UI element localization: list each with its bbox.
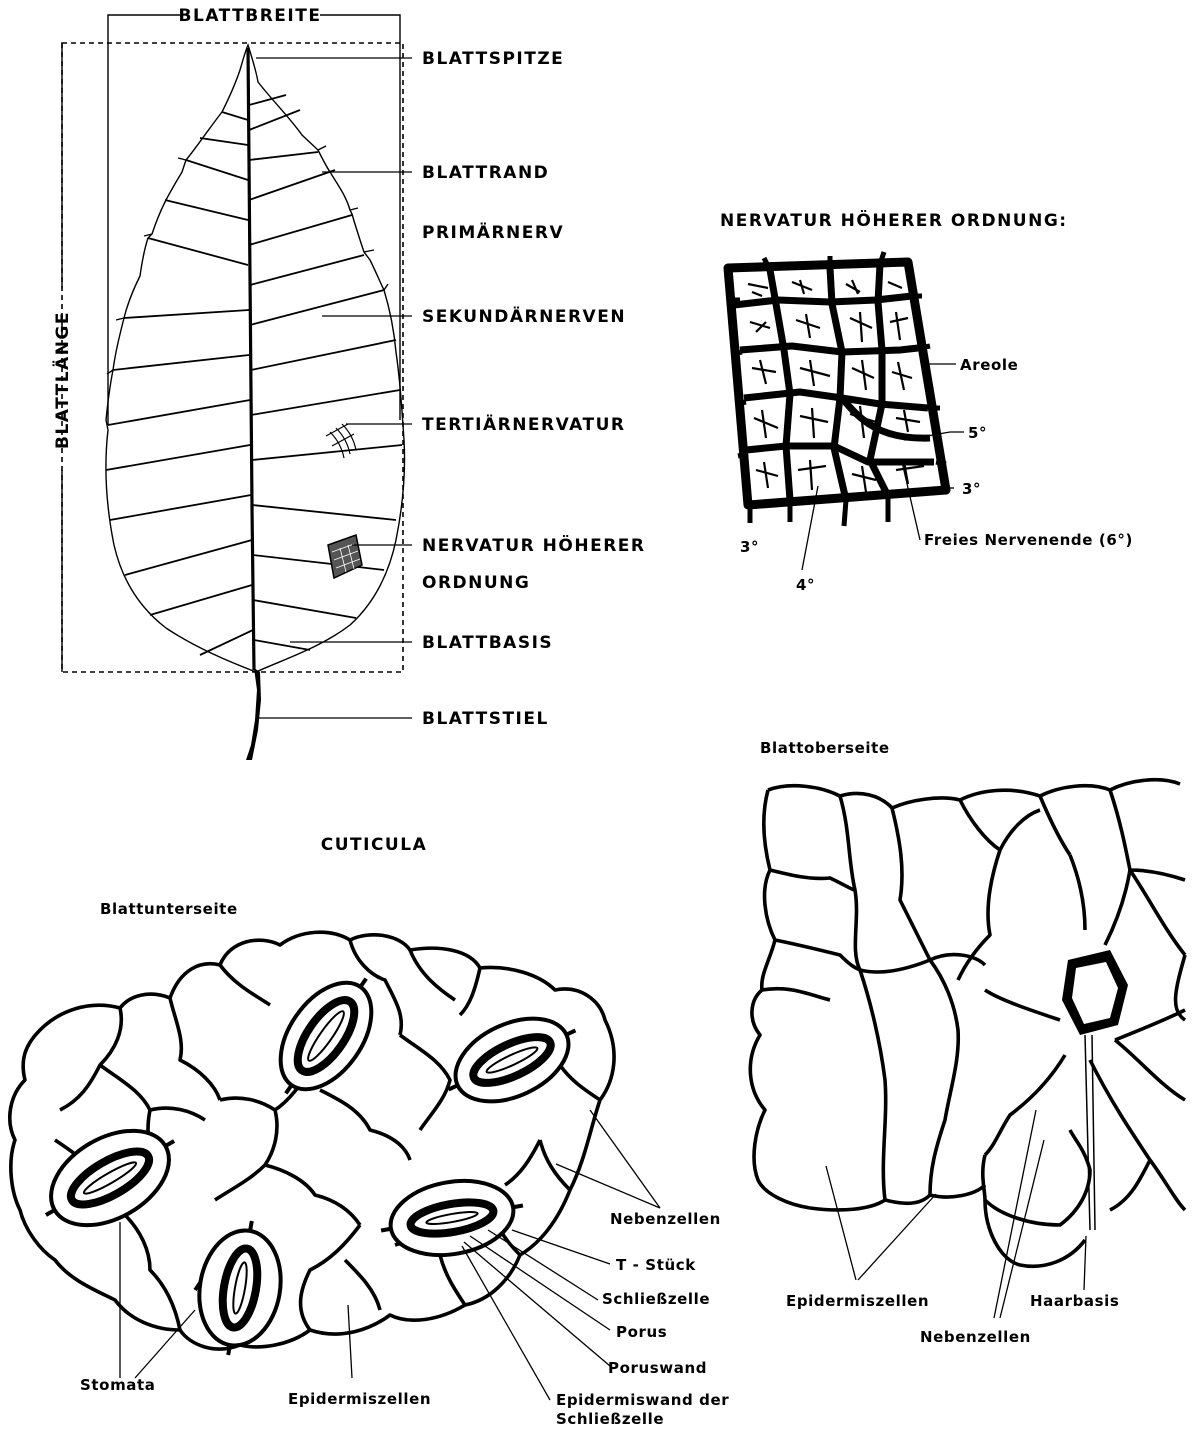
petiole — [246, 668, 261, 760]
stoma-1 — [256, 958, 395, 1114]
label-order-4: 4° — [796, 576, 815, 594]
stoma-3 — [26, 1106, 194, 1249]
stoma-2 — [433, 998, 590, 1122]
label-blattbasis: BLATTBASIS — [422, 633, 553, 653]
label-free-ending: Freies Nervenende (6°) — [924, 531, 1133, 549]
label-epidermiswand-2: Schließzelle — [556, 1410, 664, 1428]
higher-order-venation-patch — [328, 535, 362, 578]
label-porus: Porus — [616, 1323, 667, 1341]
leaf-figure: BLATTBREITE BLATTLÄNGE — [51, 6, 646, 760]
label-tertiaernervatur: TERTIÄRNERVATUR — [422, 413, 625, 435]
upper-side-title: Blattoberseite — [760, 739, 890, 757]
label-order-3-right: 3° — [962, 480, 981, 498]
label-blattspitze: BLATTSPITZE — [422, 49, 564, 69]
label-blattstiel: BLATTSTIEL — [422, 709, 549, 729]
secondary-veins-right — [249, 95, 402, 650]
label-order-5: 5° — [968, 424, 987, 442]
label-sekundaernerven: SEKUNDÄRNERVEN — [422, 305, 626, 327]
label-poruswand: Poruswand — [608, 1359, 707, 1377]
primary-vein — [248, 48, 254, 670]
label-epidermiswand-1: Epidermiswand der — [556, 1391, 729, 1409]
label-primaernerv: PRIMÄRNERV — [422, 221, 564, 243]
label-t-stueck: T - Stück — [616, 1256, 696, 1274]
label-haarbasis: Haarbasis — [1030, 1292, 1119, 1310]
length-label: BLATTLÄNGE — [51, 311, 73, 449]
upper-epidermis-cells — [750, 780, 1185, 1267]
cuticula-title: CUTICULA — [321, 835, 427, 855]
label-nebenzellen-lower: Nebenzellen — [610, 1210, 721, 1228]
leaf-outline — [106, 45, 405, 672]
label-ordnung: ORDNUNG — [422, 573, 530, 593]
label-stomata: Stomata — [80, 1376, 156, 1394]
width-dimension-line — [108, 15, 400, 425]
lower-side-figure: Blattunterseite — [10, 900, 729, 1428]
label-nebenzellen-upper: Nebenzellen — [920, 1328, 1031, 1346]
label-epidermiszellen-lower: Epidermiszellen — [288, 1390, 431, 1408]
venation-title: NERVATUR HÖHERER ORDNUNG: — [720, 209, 1068, 231]
secondary-veins-left — [106, 112, 253, 655]
label-epidermiszellen-upper: Epidermiszellen — [786, 1292, 929, 1310]
label-nervatur-hoeherer: NERVATUR HÖHERER — [422, 534, 646, 556]
label-order-3-left: 3° — [740, 538, 759, 556]
label-blattrand: BLATTRAND — [422, 163, 549, 183]
label-areole: Areole — [960, 356, 1018, 374]
upper-leader-lines — [826, 1110, 1086, 1318]
label-schliesszelle: Schließzelle — [602, 1290, 710, 1308]
venation-detail-figure: NERVATUR HÖHERER ORDNUNG: — [720, 209, 1133, 594]
stoma-5 — [189, 1214, 291, 1362]
hair-base — [1062, 950, 1128, 1230]
width-label: BLATTBREITE — [179, 6, 322, 26]
upper-side-figure: Blattoberseite — [750, 739, 1185, 1346]
lower-side-title: Blattunterseite — [100, 900, 238, 918]
lower-leader-lines — [120, 1110, 660, 1400]
